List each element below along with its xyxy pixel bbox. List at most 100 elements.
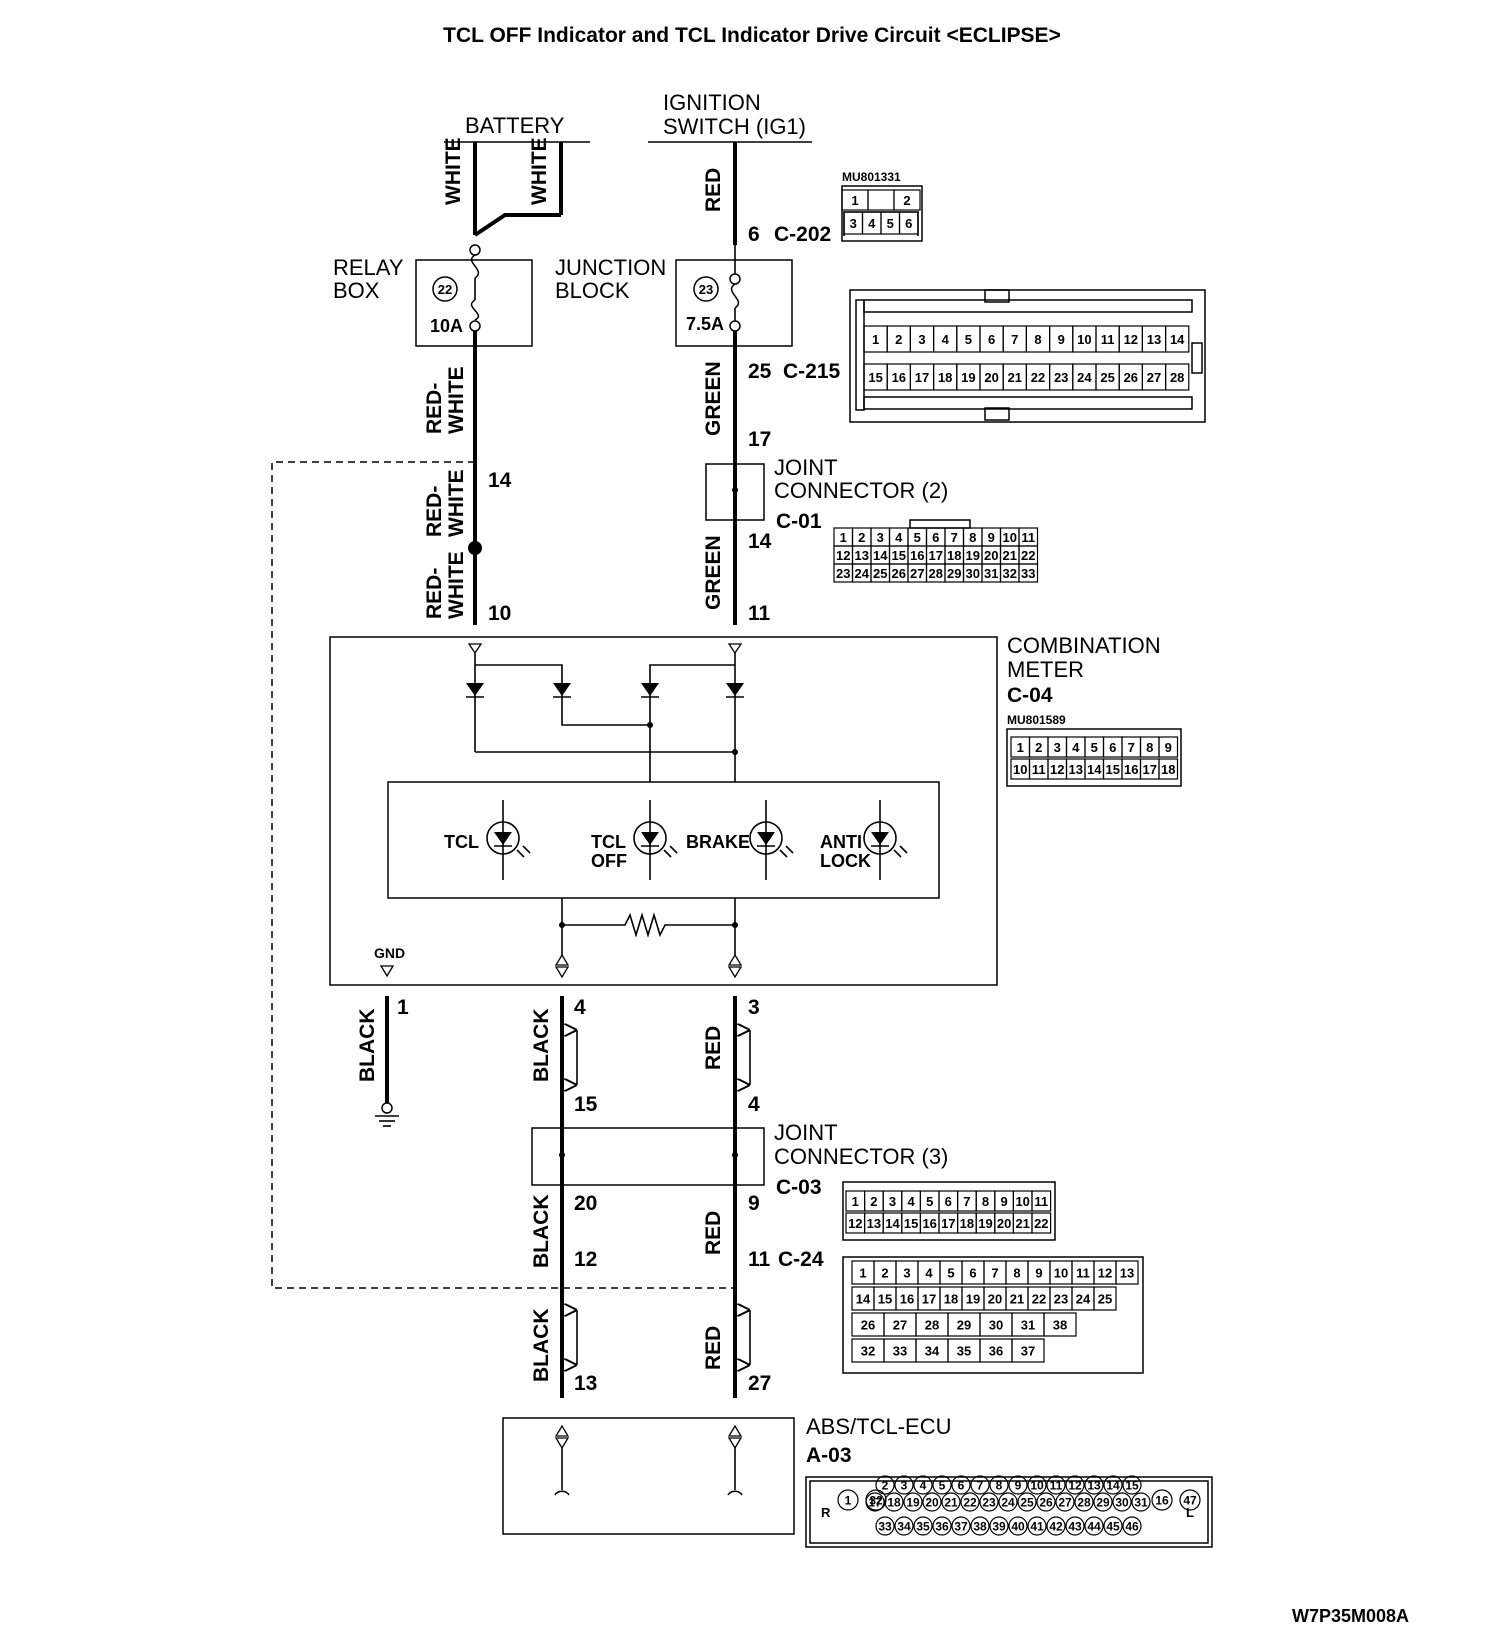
connector-pin-number: 30 bbox=[966, 566, 980, 581]
connector-pin-number: 20 bbox=[984, 370, 998, 385]
connector-pin-number: 29 bbox=[1096, 1496, 1110, 1510]
connector-pin-number: 14 bbox=[856, 1292, 871, 1307]
connector-pin-number: 26 bbox=[1039, 1496, 1053, 1510]
connector-pin-number: 1 bbox=[840, 530, 847, 545]
connector-pin-number: 22 bbox=[963, 1496, 977, 1510]
pin-14-left: 14 bbox=[488, 469, 512, 492]
wire-rw2-b: WHITE bbox=[445, 469, 468, 537]
connector-cavity bbox=[1122, 1516, 1142, 1536]
connector-pin-number: 3 bbox=[903, 1266, 910, 1281]
abs-tcl-ecu: ABS/TCL-ECU A-03 bbox=[502, 1414, 951, 1535]
connector-pin-number: 4 bbox=[1072, 740, 1080, 755]
connector-pin-number: 22 bbox=[1031, 370, 1045, 385]
connector-pin-number: 10 bbox=[1015, 1194, 1029, 1209]
connector-pin-number: 19 bbox=[906, 1496, 920, 1510]
connector-pin-number: 6 bbox=[969, 1266, 976, 1281]
relay-box-label-2: BOX bbox=[333, 278, 380, 303]
meter-code: C-04 bbox=[1007, 684, 1053, 707]
connector-cavity bbox=[951, 1516, 971, 1536]
connector-pin-number: 7 bbox=[1128, 740, 1135, 755]
connector-pin-number: 6 bbox=[932, 530, 939, 545]
ignition-label-2: SWITCH (IG1) bbox=[663, 114, 806, 139]
connector-pin-number: 22 bbox=[1021, 548, 1035, 563]
connector-pin-number: 2 bbox=[882, 1479, 889, 1493]
connector-cavity bbox=[913, 1475, 933, 1495]
joint3-label-1: JOINT bbox=[774, 1120, 838, 1145]
connector-cavity bbox=[1093, 1492, 1113, 1512]
connector-pin-number: 31 bbox=[1021, 1318, 1035, 1333]
connector-pin-number: 3 bbox=[877, 530, 884, 545]
connector-pin-number: 20 bbox=[997, 1216, 1011, 1231]
battery-source: BATTERY WHITE WHITE bbox=[442, 113, 590, 237]
connector-pin-number: 27 bbox=[910, 566, 924, 581]
pin-11-bottom: 11 bbox=[748, 1248, 771, 1271]
wire-rw3-b: WHITE bbox=[445, 551, 468, 619]
connector-pin-number: 28 bbox=[1170, 370, 1184, 385]
connector-pin-number: 15 bbox=[878, 1292, 892, 1307]
pin-14-right: 14 bbox=[748, 530, 772, 553]
connector-pin-number: 1 bbox=[1017, 740, 1024, 755]
connector-pin-number: 17 bbox=[868, 1496, 882, 1510]
connector-cavity bbox=[903, 1492, 923, 1512]
connector-pin-number: 5 bbox=[965, 332, 972, 347]
connector-pin-number: 1 bbox=[852, 1194, 859, 1209]
connector-pin-number: 34 bbox=[897, 1520, 911, 1534]
indicator-antilock: ANTI LOCK bbox=[820, 800, 908, 880]
junction-block-label-2: BLOCK bbox=[555, 278, 630, 303]
connector-pin-number: 34 bbox=[925, 1344, 940, 1359]
connector-pin-number: 11 bbox=[1050, 1479, 1063, 1493]
connector-pin-number: 10 bbox=[1030, 1479, 1044, 1493]
connector-pin-number: 21 bbox=[1003, 548, 1017, 563]
connector-pin-number: 7 bbox=[963, 1194, 970, 1209]
connector-pin-number: 11 bbox=[1101, 332, 1115, 347]
connector-pin-number: 28 bbox=[925, 1318, 939, 1333]
connector-pin-number: 10 bbox=[1003, 530, 1017, 545]
wire-red-1: RED bbox=[702, 1026, 725, 1070]
connector-pin-number: 21 bbox=[1015, 1216, 1029, 1231]
wire-black-run: 4 BLACK 15 20 BLACK 12 BLACK 13 bbox=[530, 996, 598, 1398]
connector-pin-number: 22 bbox=[1032, 1292, 1046, 1307]
indicator-brake: BRAKE bbox=[686, 800, 794, 880]
connector-pin-number: 12 bbox=[848, 1216, 862, 1231]
connector-pin-number: 6 bbox=[958, 1479, 965, 1493]
connector-pin-number: 21 bbox=[944, 1496, 958, 1510]
connector-cavity bbox=[1084, 1516, 1104, 1536]
connector-pin-number: 28 bbox=[929, 566, 943, 581]
junction-block-label-1: JUNCTION bbox=[555, 255, 666, 280]
connector-pin-number: 16 bbox=[910, 548, 924, 563]
ecu-name: ABS/TCL-ECU bbox=[806, 1414, 951, 1439]
pin-9: 9 bbox=[748, 1192, 760, 1215]
connector-pin-number: 24 bbox=[1077, 370, 1092, 385]
connector-cavity bbox=[960, 1492, 980, 1512]
connector-cavity bbox=[979, 1492, 999, 1512]
joint2-label-1: JOINT bbox=[774, 455, 838, 480]
connector-cavity bbox=[970, 1475, 990, 1495]
connector-pin-number: 30 bbox=[989, 1318, 1003, 1333]
connector-pin-number: 12 bbox=[1098, 1266, 1112, 1281]
connector-cavity bbox=[1018, 563, 1039, 583]
connector-pin-number: 27 bbox=[1058, 1496, 1072, 1510]
connector-pin-number: 3 bbox=[889, 1194, 896, 1209]
connector-cavity bbox=[913, 1516, 933, 1536]
connector-cavity bbox=[898, 211, 919, 235]
connector-pin-number: 21 bbox=[1008, 370, 1022, 385]
pin-25: 25 bbox=[748, 360, 772, 383]
connector-cavity bbox=[941, 1492, 961, 1512]
connector-pin-number: 4 bbox=[907, 1194, 915, 1209]
ignition-label-1: IGNITION bbox=[663, 90, 761, 115]
connector-cavity bbox=[951, 1475, 971, 1495]
connector-pin-number: 31 bbox=[1134, 1496, 1148, 1510]
connector-pin-number: 11 bbox=[1076, 1266, 1090, 1281]
connector-pin-number: 4 bbox=[920, 1479, 927, 1493]
connector-pin-number: 37 bbox=[1021, 1344, 1035, 1359]
connector-pin-number: 14 bbox=[1170, 332, 1185, 347]
fuse-rating-7-5a: 7.5A bbox=[686, 314, 724, 334]
connector-cavity bbox=[1164, 325, 1190, 353]
connector-pin-number: 9 bbox=[988, 530, 995, 545]
wire-black-gnd: BLACK bbox=[356, 1009, 379, 1083]
connector-pin-number: 4 bbox=[895, 530, 903, 545]
connector-pin-number: 5 bbox=[947, 1266, 954, 1281]
